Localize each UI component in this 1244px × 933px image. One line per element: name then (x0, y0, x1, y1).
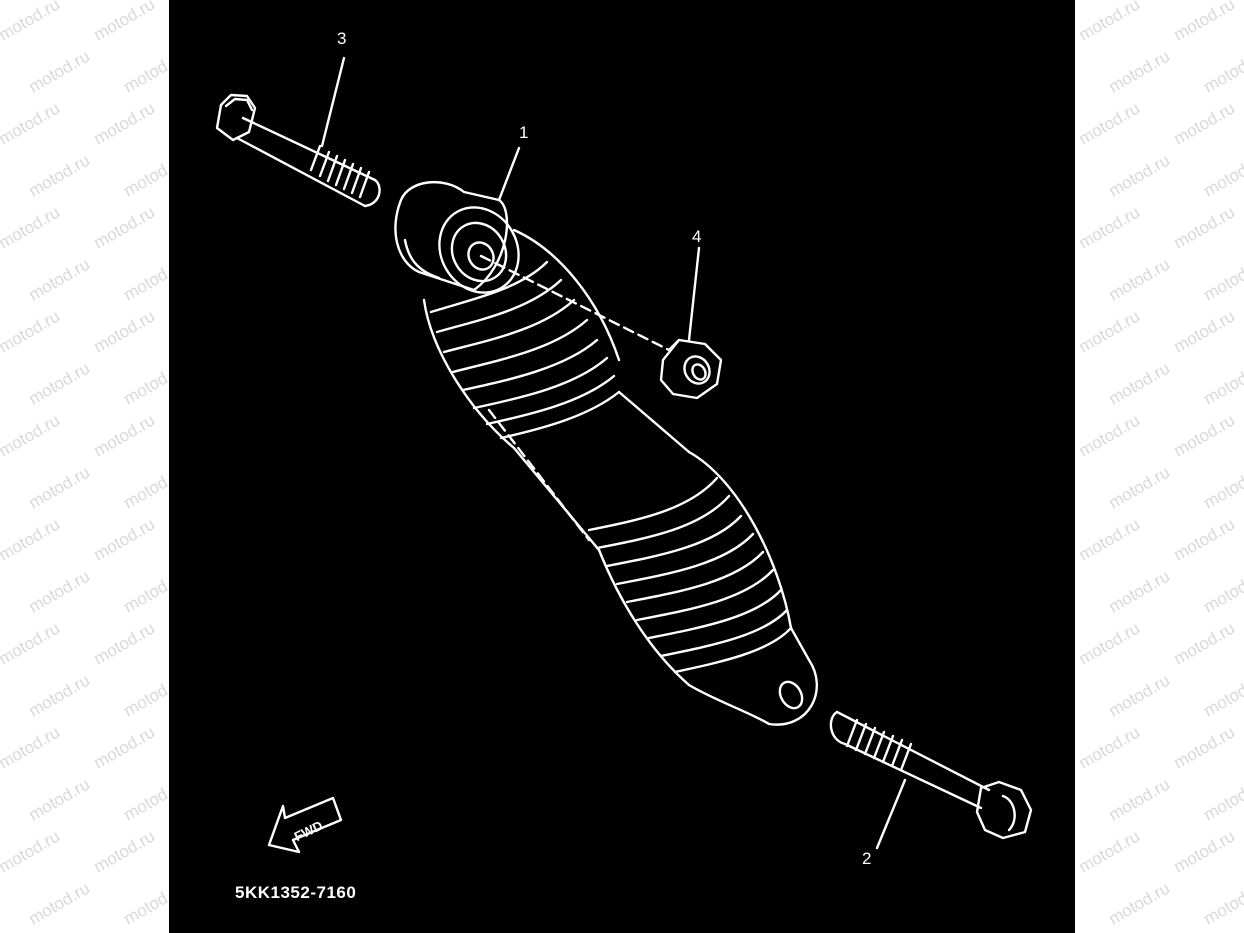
fwd-label: FWD (292, 818, 325, 844)
callout-4-leader (687, 246, 701, 342)
watermark-text: motod.ru (1105, 254, 1173, 305)
watermark-text: motod.ru (0, 98, 63, 149)
callout-2-leader (875, 778, 907, 850)
watermark-text: motod.ru (1170, 202, 1238, 253)
watermark-text: motod.ru (1200, 670, 1244, 721)
watermark-text: motod.ru (0, 514, 63, 565)
watermark-text: motod.ru (1075, 0, 1143, 45)
watermark-text: motod.ru (1170, 618, 1238, 669)
watermark-text: motod.ru (1170, 514, 1238, 565)
watermark-text: motod.ru (90, 202, 158, 253)
callout-1-leader (497, 146, 521, 202)
watermark-text: motod.ru (0, 722, 63, 773)
callout-4: 4 (692, 227, 702, 246)
watermark-text: motod.ru (90, 826, 158, 877)
watermark-text: motod.ru (0, 826, 63, 877)
watermark-text: motod.ru (1105, 670, 1173, 721)
watermark-text: motod.ru (1105, 358, 1173, 409)
watermark-text: motod.ru (1200, 878, 1244, 929)
watermark-text: motod.ru (1075, 410, 1143, 461)
watermark-text: motod.ru (90, 514, 158, 565)
watermark-text: motod.ru (1105, 462, 1173, 513)
watermark-text: motod.ru (1170, 410, 1238, 461)
callout-1: 1 (519, 123, 529, 142)
watermark-text: motod.ru (1075, 202, 1143, 253)
watermark-text: motod.ru (25, 462, 93, 513)
watermark-text: motod.ru (0, 306, 63, 357)
watermark-text: motod.ru (90, 618, 158, 669)
watermark-text: motod.ru (25, 878, 93, 929)
watermark-text: motod.ru (1075, 722, 1143, 773)
watermark-text: motod.ru (25, 566, 93, 617)
callout-3-leader (320, 56, 346, 148)
watermark-text: motod.ru (1105, 46, 1173, 97)
watermark-text: motod.ru (90, 722, 158, 773)
watermark-text: motod.ru (0, 618, 63, 669)
watermark-text: motod.ru (25, 254, 93, 305)
watermark-text: motod.ru (0, 0, 63, 45)
bolt-3-icon (215, 93, 381, 208)
diagram-panel: FWD 3 1 4 2 5KK1352-7160 (169, 0, 1075, 933)
shock-absorber-drawing: FWD (215, 56, 1033, 854)
watermark-text: motod.ru (25, 358, 93, 409)
watermark-text: motod.ru (1105, 566, 1173, 617)
bolt-2-icon (829, 710, 1033, 840)
watermark-text: motod.ru (90, 98, 158, 149)
watermark-text: motod.ru (1105, 774, 1173, 825)
fwd-arrow-icon (267, 796, 343, 854)
watermark-text: motod.ru (0, 410, 63, 461)
watermark-text: motod.ru (1170, 306, 1238, 357)
watermark-text: motod.ru (1200, 566, 1244, 617)
watermark-text: motod.ru (90, 0, 158, 45)
watermark-text: motod.ru (1200, 46, 1244, 97)
watermark-text: motod.ru (1170, 722, 1238, 773)
watermark-text: motod.ru (1075, 826, 1143, 877)
watermark-text: motod.ru (1170, 0, 1238, 45)
watermark-text: motod.ru (25, 150, 93, 201)
part-number: 5KK1352-7160 (235, 883, 357, 902)
shock-absorber-icon (394, 180, 819, 726)
watermark-text: motod.ru (1200, 774, 1244, 825)
watermark-text: motod.ru (25, 774, 93, 825)
watermark-text: motod.ru (90, 306, 158, 357)
watermark-text: motod.ru (1075, 618, 1143, 669)
watermark-text: motod.ru (1170, 826, 1238, 877)
nut-4-icon (659, 338, 723, 400)
watermark-text: motod.ru (1170, 98, 1238, 149)
watermark-text: motod.ru (1105, 150, 1173, 201)
watermark-text: motod.ru (1200, 150, 1244, 201)
watermark-text: motod.ru (25, 670, 93, 721)
watermark-text: motod.ru (25, 46, 93, 97)
watermark-text: motod.ru (0, 202, 63, 253)
callout-2: 2 (862, 849, 872, 868)
watermark-text: motod.ru (1105, 878, 1173, 929)
watermark-text: motod.ru (1075, 98, 1143, 149)
watermark-text: motod.ru (1075, 306, 1143, 357)
callout-3: 3 (337, 29, 347, 48)
watermark-text: motod.ru (1200, 254, 1244, 305)
watermark-text: motod.ru (1200, 358, 1244, 409)
watermark-text: motod.ru (90, 410, 158, 461)
watermark-text: motod.ru (1075, 514, 1143, 565)
watermark-text: motod.ru (1200, 462, 1244, 513)
